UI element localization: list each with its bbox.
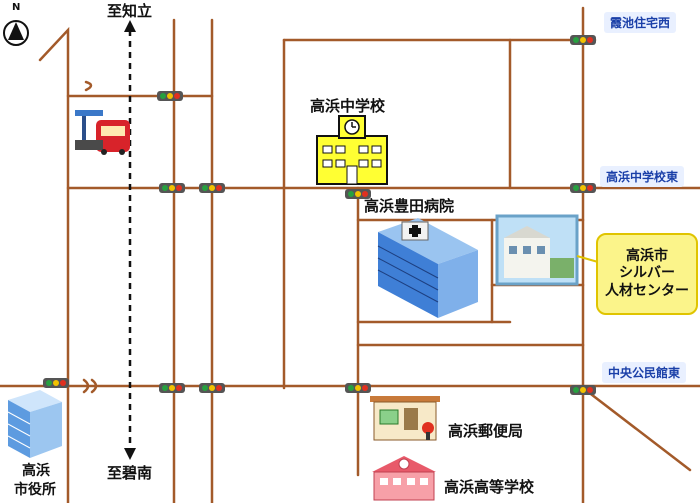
city-hall-icon — [7, 390, 62, 458]
railway-arrow-up — [124, 20, 136, 32]
landmark-city-hall-line2: 市役所 — [14, 482, 56, 498]
landmark-hospital: 高浜豊田病院 — [364, 197, 455, 215]
traffic-signal-icon — [345, 383, 371, 393]
traffic-signal-icon — [570, 183, 596, 193]
direction-to-chiryu: 至知立 — [107, 2, 153, 20]
railway-arrow-down — [124, 448, 136, 460]
train-station-icon — [75, 110, 130, 155]
silver-center-callout: 高浜市 シルバー 人材センター — [596, 233, 698, 315]
road-break-mark-1 — [82, 378, 98, 394]
road-label-civic-east: 中央公民館東 — [602, 362, 687, 383]
direction-to-hekinan: 至碧南 — [107, 464, 153, 482]
high-school-icon — [372, 456, 436, 501]
traffic-signal-icon — [159, 383, 185, 393]
hospital-icon — [377, 218, 478, 318]
silver-center-line2: シルバー — [619, 265, 675, 282]
road-break-mark-2 — [84, 80, 93, 92]
landmark-high-school: 高浜高等学校 — [444, 478, 535, 496]
traffic-signal-icon — [159, 183, 185, 193]
north-compass-icon — [3, 20, 29, 46]
traffic-signal-icon — [570, 35, 596, 45]
traffic-signal-icon — [199, 383, 225, 393]
silver-center-line1: 高浜市 — [626, 247, 668, 264]
road-diagonal — [581, 386, 692, 472]
landmark-post-office: 高浜郵便局 — [448, 422, 524, 440]
road-label-kaike: 霞池住宅西 — [604, 12, 677, 33]
landmark-junior-high-school: 高浜中学校 — [310, 97, 386, 115]
traffic-signal-icon — [345, 189, 371, 199]
traffic-signal-icon — [43, 378, 69, 388]
traffic-signal-icon — [157, 91, 183, 101]
road-label-jhs-east: 高浜中学校東 — [600, 166, 685, 187]
callout-pointer — [576, 255, 599, 263]
silver-center-line3: 人材センター — [605, 282, 689, 299]
north-label: N — [12, 2, 21, 13]
silver-center-photo — [495, 214, 579, 286]
junior-high-school-icon — [316, 115, 388, 185]
post-office-icon — [370, 396, 440, 441]
traffic-signal-icon — [199, 183, 225, 193]
road-network — [0, 6, 700, 503]
road-left-vertical — [38, 26, 70, 503]
traffic-signal-icon — [570, 385, 596, 395]
landmark-city-hall-line1: 高浜 — [22, 463, 50, 479]
traffic-signals — [43, 35, 596, 395]
